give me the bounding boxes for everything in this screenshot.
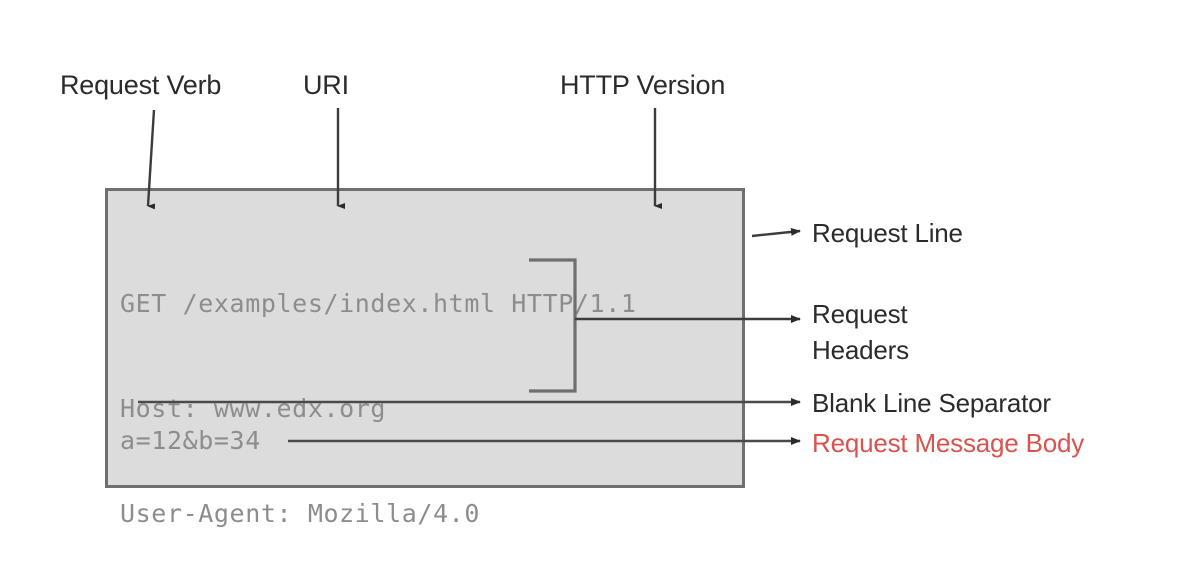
http-request-message-box: [105, 188, 745, 488]
header-line-host: Host: www.edx.org: [120, 394, 387, 423]
leader-request-line: [751, 227, 801, 238]
label-request-message-body: Request Message Body: [812, 428, 1085, 458]
label-request-headers-line1: Request: [812, 299, 908, 329]
label-request-line: Request Line: [812, 218, 963, 248]
header-line-user-agent: User-Agent: Mozilla/4.0: [120, 499, 480, 528]
request-line-text: GET /examples/index.html HTTP/1.1: [120, 289, 637, 318]
message-body-text: a=12&b=34: [120, 426, 261, 455]
label-uri: URI: [303, 70, 349, 100]
label-request-verb: Request Verb: [60, 70, 222, 100]
label-http-version: HTTP Version: [560, 70, 726, 100]
label-blank-line-separator: Blank Line Separator: [812, 388, 1051, 418]
http-request-text: GET /examples/index.html HTTP/1.1 Host: …: [120, 216, 637, 578]
label-request-headers-line2: Headers: [812, 335, 909, 365]
